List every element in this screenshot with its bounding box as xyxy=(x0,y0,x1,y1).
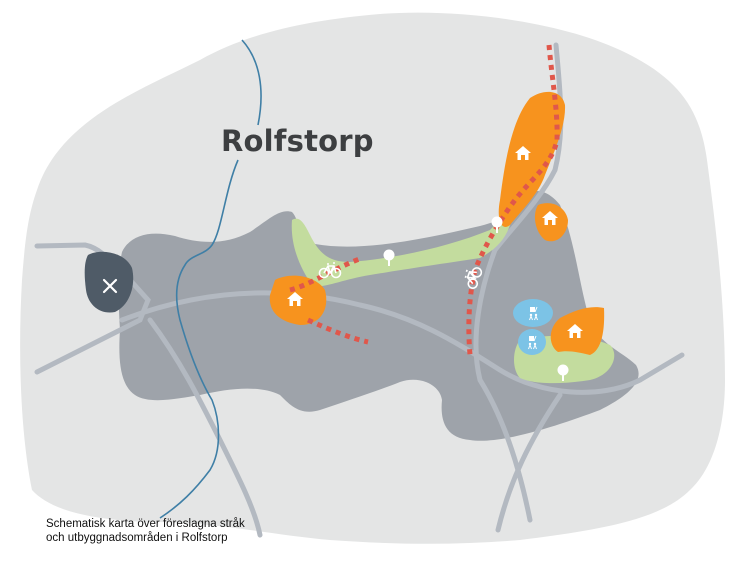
urban-area xyxy=(118,191,639,441)
map-caption: Schematisk karta över föreslagna stråk o… xyxy=(46,518,245,544)
roads xyxy=(34,42,685,538)
school-areas xyxy=(513,299,553,355)
stream xyxy=(159,39,262,519)
tools-icon xyxy=(102,278,118,294)
industrial-area xyxy=(84,251,134,313)
place-name-label: Rolfstorp xyxy=(221,124,374,158)
